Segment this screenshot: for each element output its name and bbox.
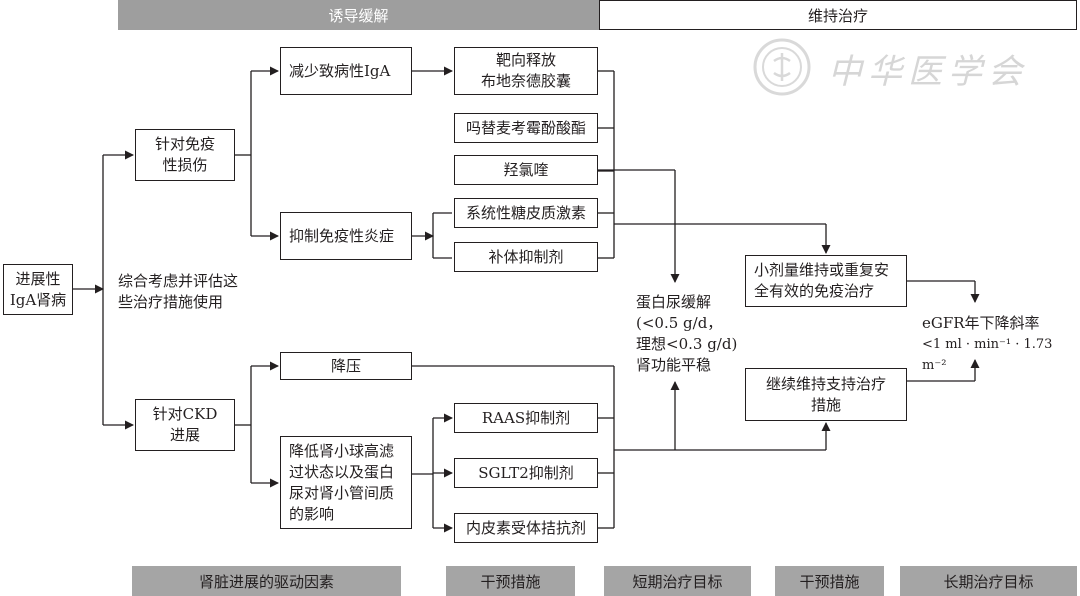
maintenance-phase-header: 维持治疗 bbox=[599, 0, 1077, 30]
complement-inhibitor-node: 补体抑制剂 bbox=[454, 242, 598, 272]
ckd-progression-node: 针对CKD 进展 bbox=[135, 399, 235, 451]
sglt2-inhibitor-node: SGLT2抑制剂 bbox=[454, 458, 598, 488]
society-seal-icon bbox=[753, 38, 811, 96]
short-term-goal-text: 蛋白尿缓解 (<0.5 g/d， 理想<0.3 g/d) 肾功能平稳 bbox=[636, 293, 738, 374]
footer-long-term-goal: 长期治疗目标 bbox=[900, 566, 1077, 596]
immune-injury-node: 针对免疫 性损伤 bbox=[135, 129, 235, 181]
long-term-goal-title: eGFR年下降斜率 bbox=[922, 314, 1040, 332]
combined-assessment-note: 综合考虑并评估这 些治疗措施使用 bbox=[118, 272, 239, 311]
progressive-iga-nephropathy-node: 进展性 IgA肾病 bbox=[3, 264, 73, 315]
reduce-iga-node: 减少致病性IgA bbox=[280, 47, 412, 95]
flow-connectors bbox=[73, 66, 980, 533]
endothelin-antagonist-node: 内皮素受体拮抗剂 bbox=[454, 513, 598, 543]
bp-lowering-node: 降压 bbox=[280, 352, 412, 380]
mmf-node: 吗替麦考霉酚酸酯 bbox=[454, 113, 598, 143]
long-term-goal-value: <1 ml · min⁻¹ · 1.73 m⁻² bbox=[922, 337, 1053, 373]
low-dose-maintenance-node: 小剂量维持或重复安 全有效的免疫治疗 bbox=[745, 255, 907, 307]
induction-phase-header: 诱导缓解 bbox=[118, 0, 599, 30]
budesonide-node: 靶向释放 布地奈德胶囊 bbox=[454, 47, 598, 95]
hyperfiltration-node: 降低肾小球高滤 过状态以及蛋白 尿对肾小管间质 的影响 bbox=[280, 436, 412, 529]
raas-inhibitor-node: RAAS抑制剂 bbox=[454, 403, 598, 433]
footer-short-term-goal: 短期治疗目标 bbox=[604, 566, 751, 596]
footer-intervention-1: 干预措施 bbox=[446, 566, 575, 596]
footer-intervention-2: 干预措施 bbox=[775, 566, 884, 596]
supportive-therapy-node: 继续维持支持治疗 措施 bbox=[745, 368, 907, 421]
hydroxychloroquine-node: 羟氯喹 bbox=[454, 155, 598, 185]
systemic-steroid-node: 系统性糖皮质激素 bbox=[454, 198, 598, 228]
society-logo-text: 中华医学会 bbox=[828, 52, 1028, 92]
footer-driving-factors: 肾脏进展的驱动因素 bbox=[132, 566, 401, 596]
suppress-inflammation-node: 抑制免疫性炎症 bbox=[280, 212, 412, 260]
